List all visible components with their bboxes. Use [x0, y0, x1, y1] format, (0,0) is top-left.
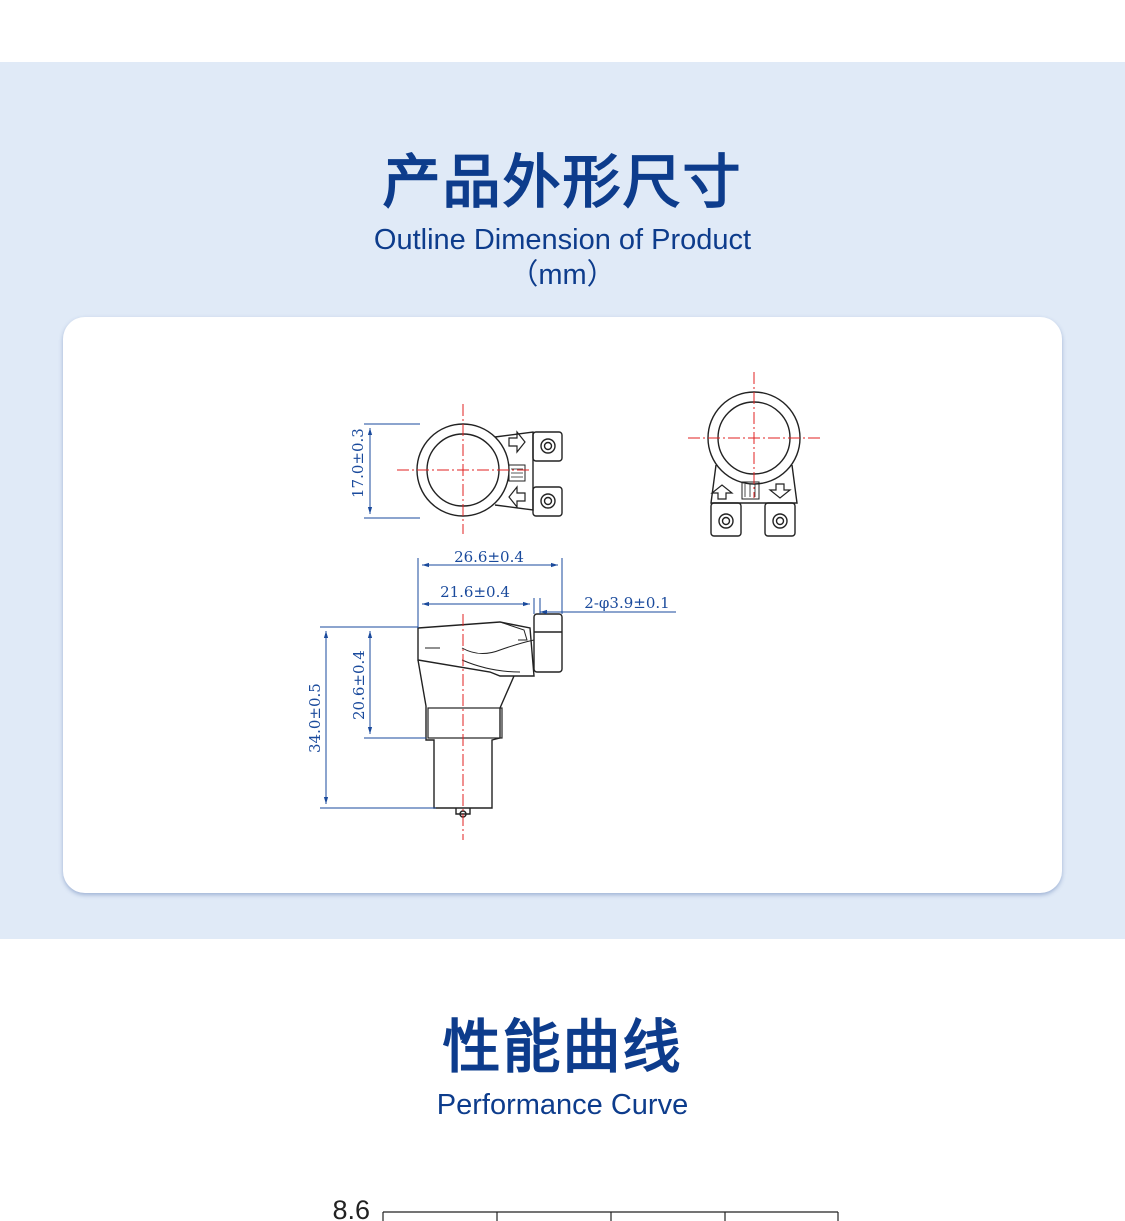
top-strip — [0, 0, 1125, 62]
dim-height-body: 20.6±0.4 — [350, 650, 368, 720]
dim-hole: 2-φ3.9±0.1 — [584, 594, 669, 612]
dim-width-body: 21.6±0.4 — [440, 583, 510, 601]
side-view — [417, 613, 563, 818]
dimension-unit: （mm） — [509, 259, 616, 291]
dimension-title-cn: 产品外形尺寸 — [382, 148, 743, 216]
dim-height-top: 17.0±0.3 — [349, 428, 367, 498]
dimension-title-en: Outline Dimension of Product — [373, 224, 752, 256]
outline-drawing: 17.0±0.3 — [306, 372, 820, 840]
performance-title-en: Performance Curve — [436, 1089, 689, 1121]
performance-section — [0, 939, 1125, 1221]
performance-title-cn: 性能曲线 — [442, 1013, 683, 1081]
dim-height-total: 34.0±0.5 — [306, 683, 324, 753]
dim-width-total: 26.6±0.4 — [454, 548, 524, 566]
